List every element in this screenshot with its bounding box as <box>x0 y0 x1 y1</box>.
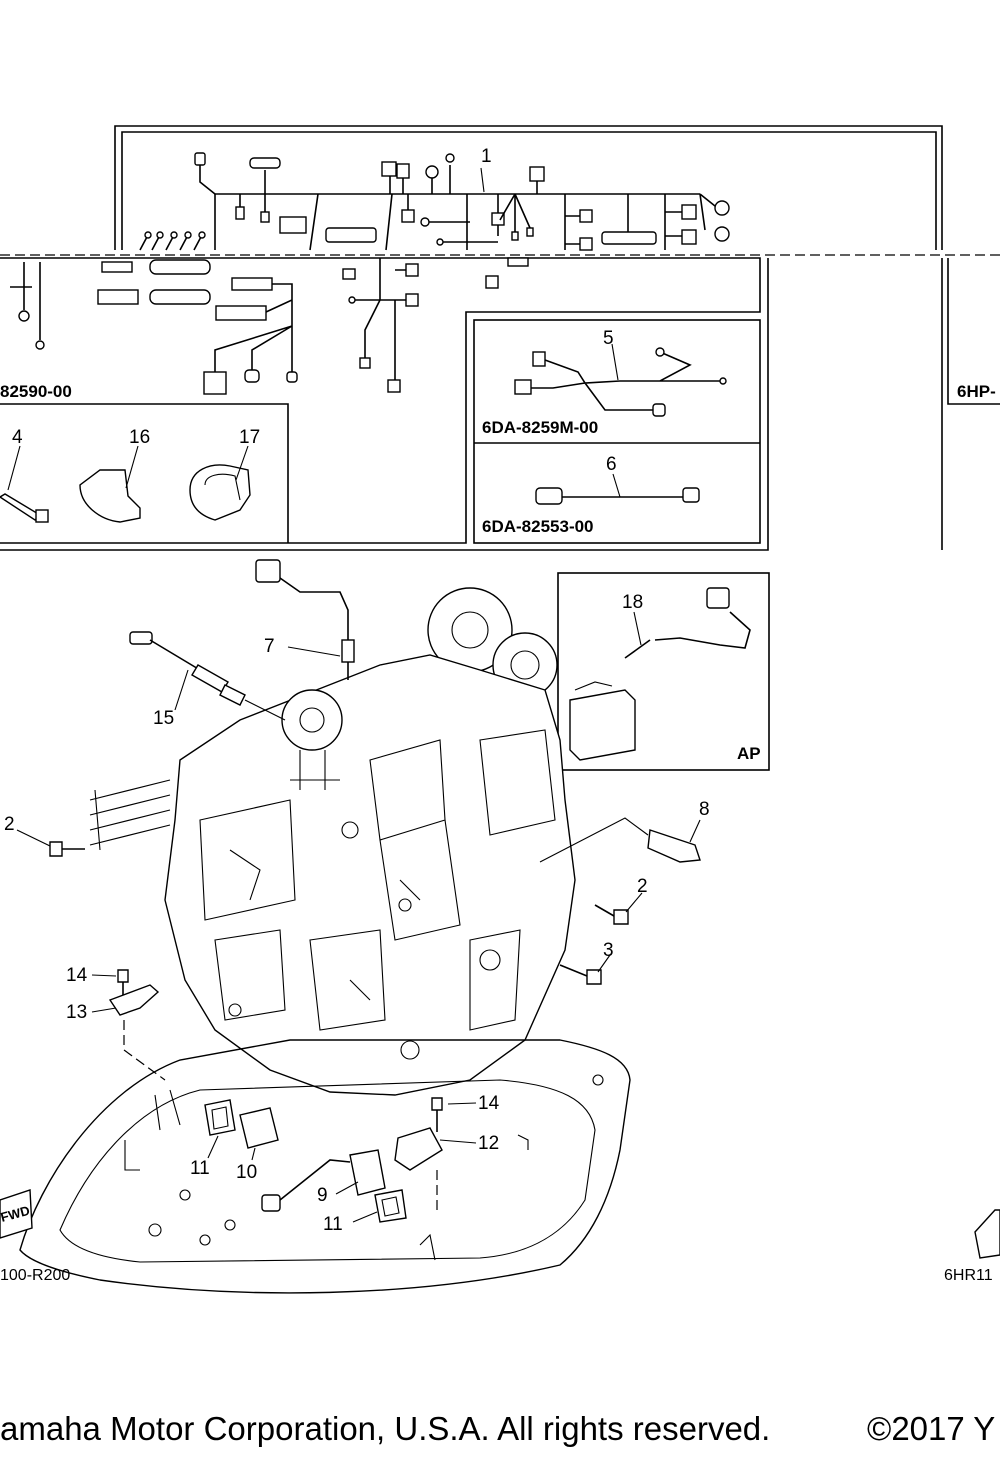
harness-frame <box>0 125 1000 551</box>
bracket-13-bolt-14-left <box>91 969 166 1081</box>
callout-14-left: 14 <box>66 965 88 986</box>
part-code-sub-harness-5: 6DA-8259M-00 <box>482 418 598 437</box>
ap-box <box>557 572 770 771</box>
clamp-16 <box>79 445 141 523</box>
copyright-text-left: amaha Motor Corporation, U.S.A. All righ… <box>0 1410 771 1447</box>
callout-15: 15 <box>153 708 174 729</box>
callout-labels: 1 4 16 17 5 6 18 7 15 8 2 2 3 14 13 14 1… <box>4 146 710 1235</box>
sensor-8 <box>539 817 701 863</box>
cable-tie-4 <box>0 445 49 523</box>
callout-9: 9 <box>317 1185 328 1206</box>
callout-12: 12 <box>478 1133 499 1154</box>
diagram-ref-right: 6HR11 <box>944 1267 993 1284</box>
callout-2-left: 2 <box>4 814 15 835</box>
fwd-marker-left <box>0 1189 33 1239</box>
leader-1 <box>480 167 485 193</box>
callout-7: 7 <box>264 636 275 657</box>
part-code-labels: 82590-00 6DA-8259M-00 6DA-82553-00 6HP- … <box>0 382 996 1284</box>
bolt-2-left <box>16 829 85 857</box>
harness-9 <box>261 1149 407 1223</box>
main-wire-harness <box>10 152 730 395</box>
fwd-marker-right <box>974 1209 1000 1259</box>
callout-8: 8 <box>699 799 710 820</box>
sub-harness-6 <box>535 473 700 505</box>
callout-13: 13 <box>66 1002 87 1023</box>
sensor-7 <box>255 559 355 680</box>
callout-18: 18 <box>622 592 643 613</box>
part-code-sub-harness-6: 6DA-82553-00 <box>482 517 594 536</box>
callout-14-right: 14 <box>478 1093 500 1114</box>
bolt-3 <box>559 954 611 985</box>
callout-11-right: 11 <box>323 1214 343 1235</box>
copyright-text-right: ©2017 Y <box>867 1410 996 1447</box>
grommets-10-11 <box>204 1099 279 1161</box>
part-code-right-partial: 6HP- <box>957 382 996 401</box>
leader-5 <box>611 343 619 381</box>
bottom-cowling <box>19 1039 631 1294</box>
bracket-12-bolt-14-right <box>394 1097 529 1210</box>
ap-label: AP <box>737 744 761 763</box>
bolt-2-right <box>594 892 643 925</box>
callout-5: 5 <box>603 328 614 349</box>
callout-2-right: 2 <box>637 876 648 897</box>
callout-11-left: 11 <box>190 1158 210 1179</box>
engine-block <box>89 587 576 1096</box>
clamp-17 <box>189 445 251 521</box>
diagram-ref-left: 100-R200 <box>0 1267 70 1284</box>
callout-17: 17 <box>239 427 260 448</box>
leader-6 <box>612 473 621 498</box>
callout-16: 16 <box>129 427 150 448</box>
callout-6: 6 <box>606 454 617 475</box>
sub-harness-5 <box>514 343 727 417</box>
sensor-15 <box>129 631 286 721</box>
callout-4: 4 <box>12 427 23 448</box>
part-code-main-harness: 82590-00 <box>0 382 72 401</box>
callout-10: 10 <box>236 1162 257 1183</box>
callout-3: 3 <box>603 940 614 961</box>
callout-1: 1 <box>481 146 492 167</box>
